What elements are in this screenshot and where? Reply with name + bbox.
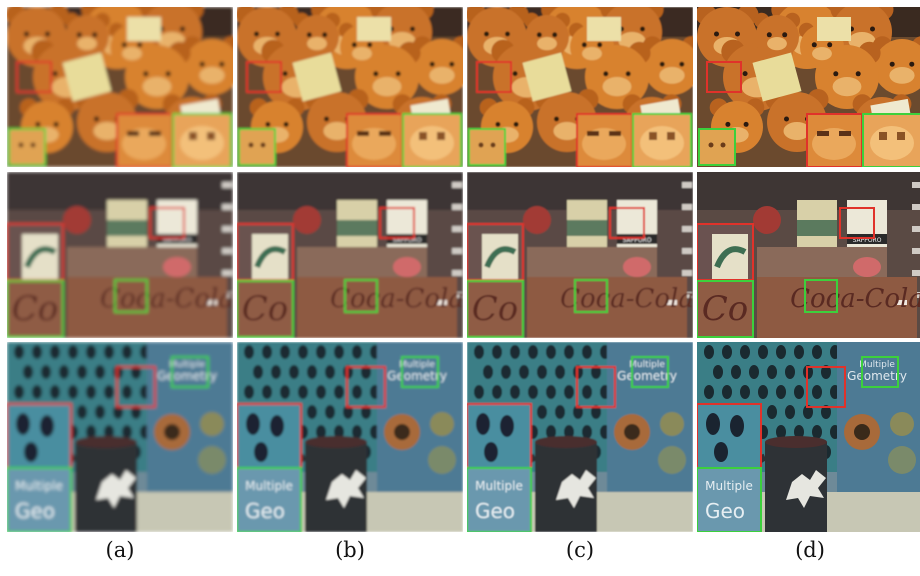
svg-text:SAPPORO: SAPPORO (393, 237, 422, 244)
svg-text:Geo: Geo (705, 499, 745, 523)
image-cans-b: Coca-Cola SAPPORO Co (237, 172, 463, 338)
svg-text:Geo: Geo (15, 499, 55, 523)
svg-text:Multiple: Multiple (399, 360, 435, 370)
svg-text:Coca-Cola: Coca-Cola (790, 284, 920, 314)
svg-text:Co: Co (12, 289, 58, 329)
svg-text:Co: Co (472, 289, 518, 329)
image-teddy-b (237, 7, 463, 167)
svg-text:Coca-Cola: Coca-Cola (560, 284, 693, 314)
svg-text:Geo: Geo (245, 499, 285, 523)
svg-text:SAPPORO: SAPPORO (623, 237, 652, 244)
svg-text:Multiple: Multiple (475, 479, 523, 493)
svg-text:Co: Co (702, 289, 748, 329)
svg-text:Multiple: Multiple (245, 479, 293, 493)
svg-text:Geo: Geo (475, 499, 515, 523)
svg-text:Multiple: Multiple (705, 479, 753, 493)
svg-text:SAPPORO: SAPPORO (163, 237, 192, 244)
svg-text:Multiple: Multiple (15, 479, 63, 493)
svg-text:Coca-Cola: Coca-Cola (100, 284, 233, 314)
svg-text:SAPPORO: SAPPORO (853, 237, 882, 244)
image-cans-d: Coca-Cola SAPPORO Co (697, 172, 920, 338)
image-cans-a: Coca-Cola SAPPORO Co (7, 172, 233, 338)
image-cans-c: Coca-Cola SAPPORO Co (467, 172, 693, 338)
svg-text:Multiple: Multiple (859, 360, 895, 370)
caption-d: (d) (795, 538, 825, 562)
svg-text:Multiple: Multiple (169, 360, 205, 370)
caption-c: (c) (565, 538, 595, 562)
image-teddy-a (7, 7, 233, 167)
caption-b: (b) (335, 538, 365, 562)
svg-text:Co: Co (242, 289, 288, 329)
image-teddy-d (697, 7, 920, 167)
image-teddy-c (467, 7, 693, 167)
svg-text:Coca-Cola: Coca-Cola (330, 284, 463, 314)
svg-text:Multiple: Multiple (629, 360, 665, 370)
caption-a: (a) (105, 538, 135, 562)
